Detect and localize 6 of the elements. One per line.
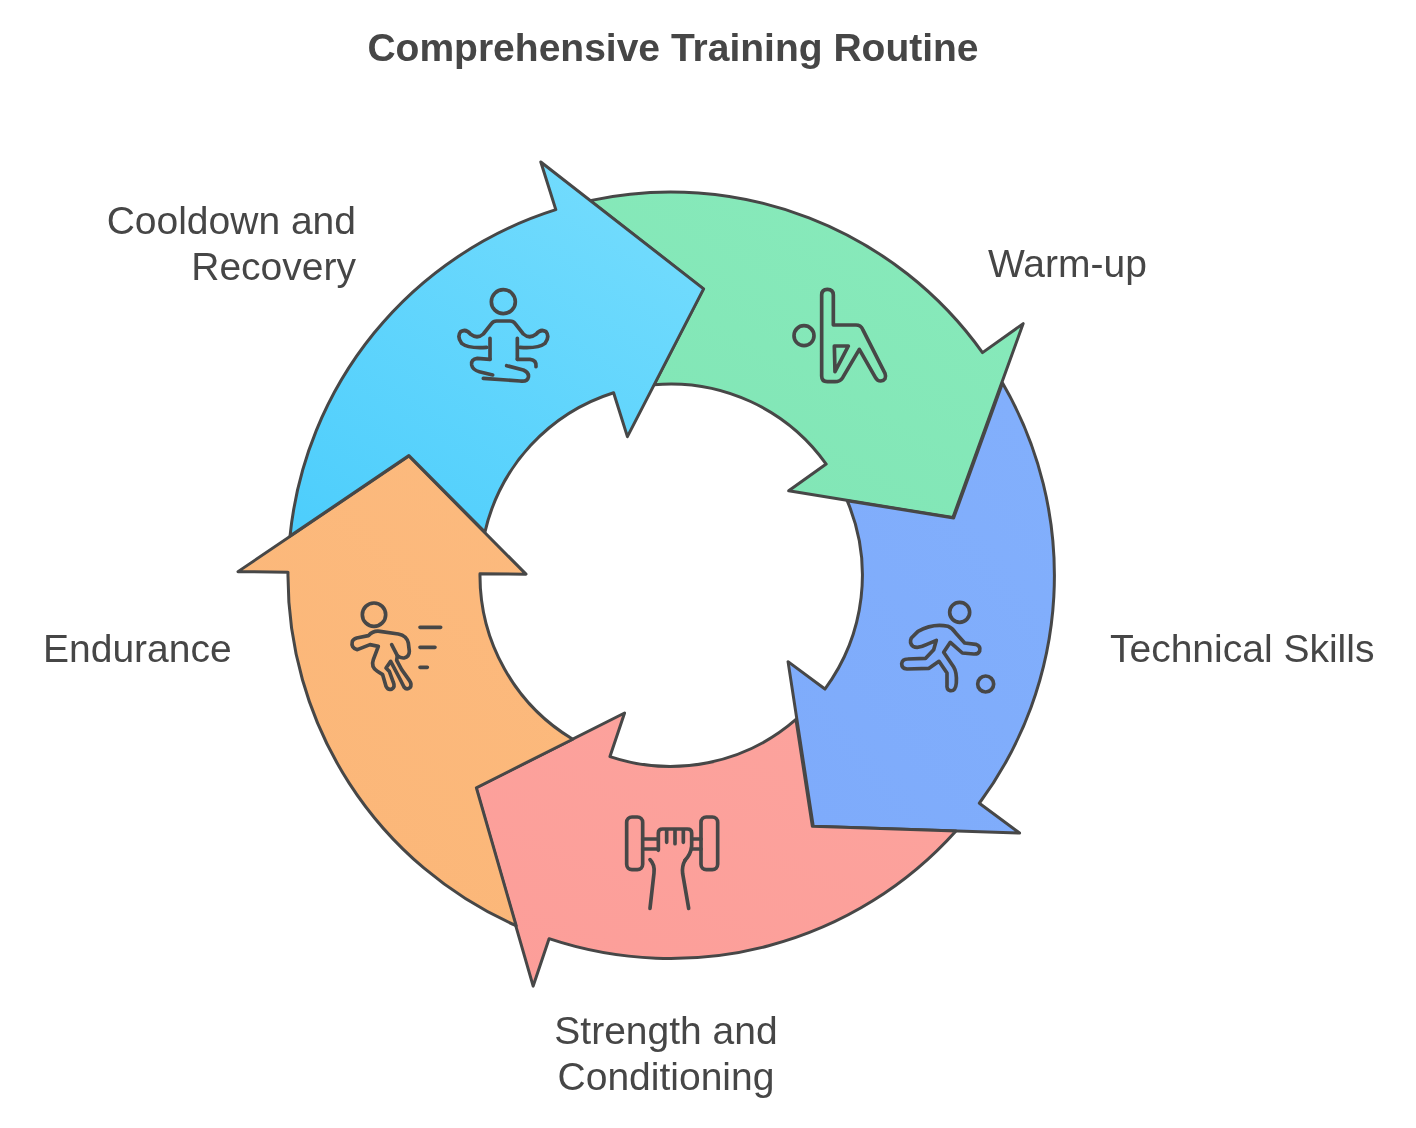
diagram-title: Comprehensive Training Routine (367, 28, 979, 67)
step-label: Technical Skills (1110, 626, 1375, 672)
step-label: Warm-up (988, 241, 1147, 287)
step-label: Strength and Conditioning (553, 1008, 779, 1100)
step-label: Endurance (43, 626, 232, 672)
step-label: Cooldown and Recovery (105, 198, 356, 290)
